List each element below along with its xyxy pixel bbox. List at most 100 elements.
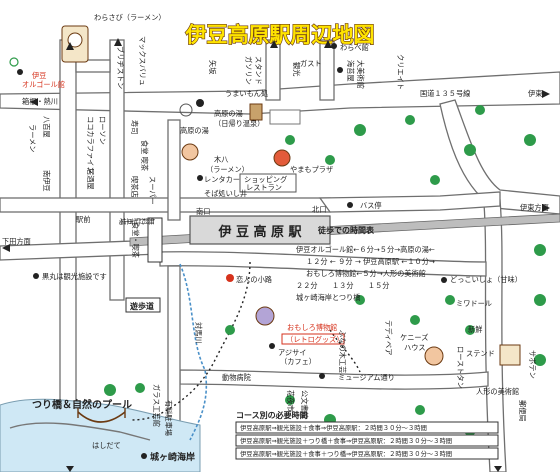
north-road xyxy=(319,39,335,101)
tree-icon xyxy=(410,315,420,325)
ramen-west-label: ラーメン xyxy=(28,124,37,152)
bridgestone-label: ブリヂストン xyxy=(116,46,125,89)
walking-path xyxy=(129,261,251,421)
ningyou-label: 人形の美術館 xyxy=(476,387,519,396)
coco-label: ココカラファイン xyxy=(86,116,95,174)
free-parking-box xyxy=(147,217,163,263)
gusto-label: ガスト xyxy=(300,59,322,68)
south-exit-label: 南口 xyxy=(196,207,210,216)
course-time-table: コース別の必要時間 伊豆高原駅⇒観光施設＋食事⇒伊豆高原駅：２時間３０分～３時間… xyxy=(235,410,499,460)
lawson-label: ローソン xyxy=(98,116,107,145)
trees xyxy=(104,105,546,436)
ekimae-label: 駅前 xyxy=(76,215,90,224)
walk-row-3: おもしろ博物館←５分→人形の美術館 xyxy=(306,269,426,278)
arrow-icon xyxy=(2,244,10,252)
tree-icon xyxy=(285,135,295,145)
station-building xyxy=(189,215,331,245)
arrow-icon xyxy=(324,40,332,48)
tree-icon xyxy=(405,115,415,125)
yuhodo-label: 遊歩道 xyxy=(130,301,154,311)
museum-road xyxy=(179,369,489,390)
rentacar-label: レンタカー xyxy=(204,175,240,184)
walk-row-4: ２２分 １３分 １５分 xyxy=(296,281,389,290)
kenny-label: ケニーズ xyxy=(400,333,428,342)
izakaya-label: 居酒屋 xyxy=(86,168,95,190)
shokudo2-label: 食堂・喫茶 xyxy=(131,222,140,258)
omoshiro-label: おもしろ博物館 xyxy=(287,323,337,332)
saboten-label: サボテン xyxy=(528,350,537,379)
warasabi-label: わらさび（ラーメン） xyxy=(94,13,166,22)
tree-icon xyxy=(325,155,335,165)
poi-dot-icon xyxy=(17,69,23,75)
dokoshiyo-label: どっこいしょ（甘味） xyxy=(450,275,522,284)
red-square-icon xyxy=(226,274,234,282)
shokudo-label: 食堂 喫茶 xyxy=(140,140,149,171)
arrow-icon xyxy=(114,38,122,46)
dobutsu-label: 動物病院 xyxy=(222,373,251,382)
walk-time-table: 徒歩での時間表 伊豆オルゴール館←６分→５分→高原の湯← １２分 ← ９分 → … xyxy=(296,225,435,302)
arrow-icon xyxy=(270,40,278,48)
shop-building xyxy=(269,109,301,125)
walk-table-title: 徒歩での時間表 xyxy=(317,225,375,235)
tsuribashi-pool-label: つり橋＆自然のプール xyxy=(32,398,132,411)
shinsen-label: 新鮮 xyxy=(468,325,482,334)
course-row-3: 伊豆高原駅⇒観光施設＋食事＋つり橋⇒伊豆高原駅：２時間３０分～３時間 xyxy=(240,449,452,458)
mascot-icon xyxy=(179,103,193,117)
tree-icon xyxy=(354,124,366,136)
shopping-box xyxy=(239,173,297,193)
tree-icon xyxy=(355,295,365,305)
river-stream xyxy=(179,263,208,441)
poi-dot-icon xyxy=(33,273,39,279)
bus-stop-label: バス停 xyxy=(360,201,382,210)
suspension-bridge xyxy=(77,411,126,423)
mascot-icon xyxy=(424,346,444,366)
roast-label: ローストタン xyxy=(456,346,465,389)
sea xyxy=(0,398,201,472)
mascot-icon xyxy=(499,344,521,366)
mascot-icon xyxy=(249,103,263,121)
map-title-text: 伊豆高原駅周辺地図 xyxy=(185,23,375,47)
warabe-label: わらべ館 xyxy=(340,43,369,52)
museum-road-label: ミュージアム通り xyxy=(338,373,395,382)
tree-icon xyxy=(415,405,425,415)
tree-icon xyxy=(104,384,116,396)
arrow-icon xyxy=(542,90,550,98)
railway: 伊 豆 高 原 駅 xyxy=(129,213,560,247)
course-row-1: 伊豆高原駅⇒観光施設＋食事⇒伊豆高原駅：２時間３０分～３時間 xyxy=(240,423,427,432)
route135-label: 国道１３５号線 xyxy=(420,89,470,98)
east-curve-road xyxy=(439,99,560,215)
kissa-label: 喫茶店 xyxy=(130,176,139,198)
mascot-icon xyxy=(181,143,199,161)
miwa-label: ミワドール xyxy=(456,299,492,308)
ito-label: 伊東 xyxy=(528,89,542,98)
east-vertical-road xyxy=(483,199,507,472)
svg-text:（ラーメン）: （ラーメン） xyxy=(206,165,249,174)
hanaya-label: 花夜市 xyxy=(286,390,295,412)
walk-row-5: 城ヶ崎海岸とつり橋 xyxy=(296,293,360,302)
arrow-icon xyxy=(66,466,74,472)
tree-icon xyxy=(534,354,546,366)
arrow-icon xyxy=(30,98,38,106)
tree-icon xyxy=(524,134,536,146)
course-table-title: コース別の必要時間 xyxy=(236,410,308,420)
shimoda-direction-label: 下田方面 xyxy=(2,237,31,246)
sushi-label: 寿司 xyxy=(130,120,139,134)
roads xyxy=(0,39,560,472)
kiyomizu-label: 木八 xyxy=(214,155,228,164)
jogasaki-label: 城ヶ崎海岸 xyxy=(150,451,195,463)
svg-text:大美術館: 大美術館 xyxy=(356,60,365,89)
north-exit-label: 北口 xyxy=(312,205,326,214)
ebihara-label: 海苔屋 xyxy=(346,60,355,82)
note-label: 黒丸は観光施設です xyxy=(42,272,107,281)
yuhodo-box xyxy=(125,297,161,313)
hashidate-label: はしだて xyxy=(92,441,121,450)
tree-icon xyxy=(534,294,546,306)
mid-vertical-road xyxy=(167,119,181,221)
tree-icon xyxy=(464,144,476,156)
north-station-road xyxy=(0,197,331,213)
tree-icon xyxy=(285,395,295,405)
arrow-icon xyxy=(66,42,74,50)
poi-dot-icon xyxy=(347,202,353,208)
svg-text:（日帰り温泉）: （日帰り温泉） xyxy=(214,119,264,128)
